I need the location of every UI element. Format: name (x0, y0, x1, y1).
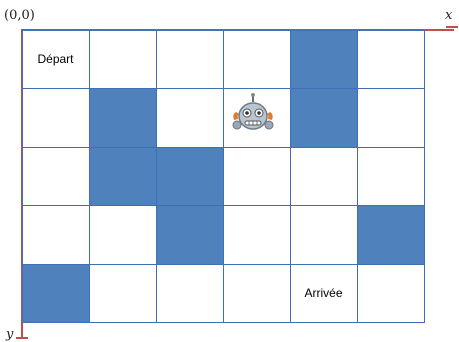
grid-cell-r3-c4 (290, 205, 358, 264)
grid-cell-r2-c0 (22, 147, 90, 206)
grid-cell-r3-c1 (89, 205, 157, 264)
grid-cell-r1-c1 (89, 88, 157, 147)
grid-cell-r1-c2 (156, 88, 224, 147)
grid-cell-r1-c5 (357, 88, 425, 147)
y-axis-label: y (6, 327, 13, 342)
grid-cell-r0-c1 (89, 30, 157, 89)
grid-cell-r2-c4 (290, 147, 358, 206)
grid-cell-r0-c4 (290, 30, 358, 89)
x-axis-end-tick (446, 26, 458, 28)
grid-cell-r4-c3 (223, 264, 291, 323)
grid-cell-r2-c2 (156, 147, 224, 206)
grid-cell-r1-c0 (22, 88, 90, 147)
y-axis-end-tick (16, 337, 28, 339)
grid-cell-r2-c1 (89, 147, 157, 206)
grid-cell-r3-c3 (223, 205, 291, 264)
grid-cell-r3-c0 (22, 205, 90, 264)
grid-cell-r4-c2 (156, 264, 224, 323)
end-label: Arrivée (290, 286, 357, 300)
grid-cell-r0-c5 (357, 30, 425, 89)
x-axis-label: x (445, 8, 452, 23)
grid-cell-r4-c0 (22, 264, 90, 323)
grid-cell-r2-c3 (223, 147, 291, 206)
grid-cell-r4-c1 (89, 264, 157, 323)
robot-icon (230, 92, 276, 138)
grid-cell-r4-c5 (357, 264, 425, 323)
start-label: Départ (22, 52, 89, 66)
grid-cell-r1-c4 (290, 88, 358, 147)
grid-cell-r3-c5 (357, 205, 425, 264)
origin-label: (0,0) (4, 8, 35, 23)
grid-cell-r3-c2 (156, 205, 224, 264)
grid-cell-r0-c2 (156, 30, 224, 89)
grid-cell-r2-c5 (357, 147, 425, 206)
grid-cell-r0-c3 (223, 30, 291, 89)
